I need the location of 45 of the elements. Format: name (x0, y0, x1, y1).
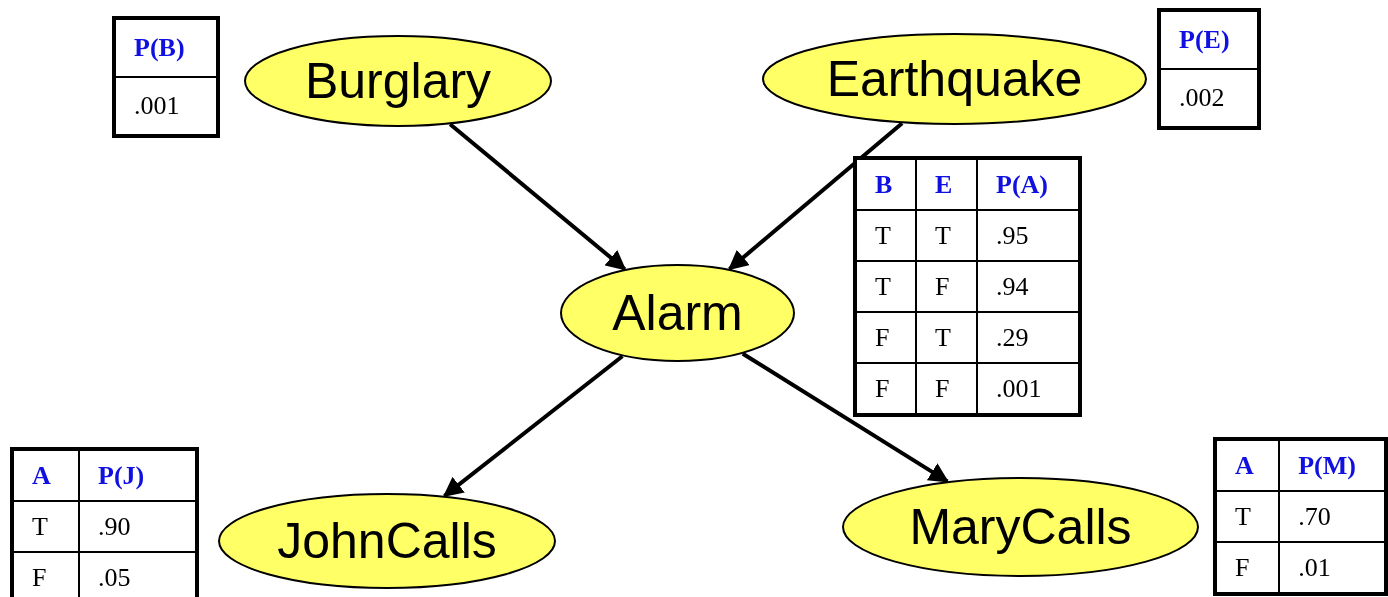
table-value: T (32, 511, 48, 541)
column-header: E (935, 169, 953, 199)
table-value: .90 (98, 511, 131, 541)
table-value: T (875, 220, 891, 250)
table-value: F (32, 562, 47, 592)
column-header: P(B) (134, 33, 185, 62)
column-header: B (875, 169, 893, 199)
table-value: .001 (996, 373, 1042, 403)
node-ellipse (244, 35, 552, 127)
table-value: F (935, 373, 950, 403)
column-header: P(A) (996, 169, 1048, 199)
arrow (741, 352, 950, 484)
table-value: F (935, 271, 950, 301)
table-value: .95 (996, 220, 1029, 250)
table-value: .70 (1298, 501, 1331, 531)
table-value: .001 (134, 91, 180, 120)
column-header: A (1235, 450, 1254, 480)
table-value: .29 (996, 322, 1029, 352)
node-label: Burglary (303, 52, 493, 110)
node-ellipse (218, 493, 556, 589)
arrow (442, 354, 624, 498)
table-value: T (875, 271, 891, 301)
table-value: .002 (1179, 83, 1225, 112)
column-header: P(M) (1298, 450, 1356, 480)
table-value: F (1235, 552, 1250, 582)
table-value: F (875, 322, 890, 352)
table-value: F (875, 373, 890, 403)
table-value: .01 (1298, 552, 1331, 582)
table-value: T (1235, 501, 1251, 531)
table-value: .94 (996, 271, 1029, 301)
node-label: Alarm (611, 284, 744, 342)
node-label: JohnCalls (276, 512, 498, 570)
node-label: Earthquake (825, 50, 1084, 108)
node-ellipse (560, 264, 795, 362)
node-label: MaryCalls (908, 498, 1133, 556)
table-value: .05 (98, 562, 131, 592)
column-header: P(J) (98, 460, 145, 490)
node-ellipse (762, 33, 1147, 125)
table-value: T (935, 220, 951, 250)
column-header: P(E) (1179, 25, 1230, 54)
arrow (728, 121, 904, 271)
node-ellipse (842, 477, 1199, 577)
table-value: T (935, 322, 951, 352)
column-header: A (32, 460, 51, 490)
arrow (448, 122, 627, 271)
